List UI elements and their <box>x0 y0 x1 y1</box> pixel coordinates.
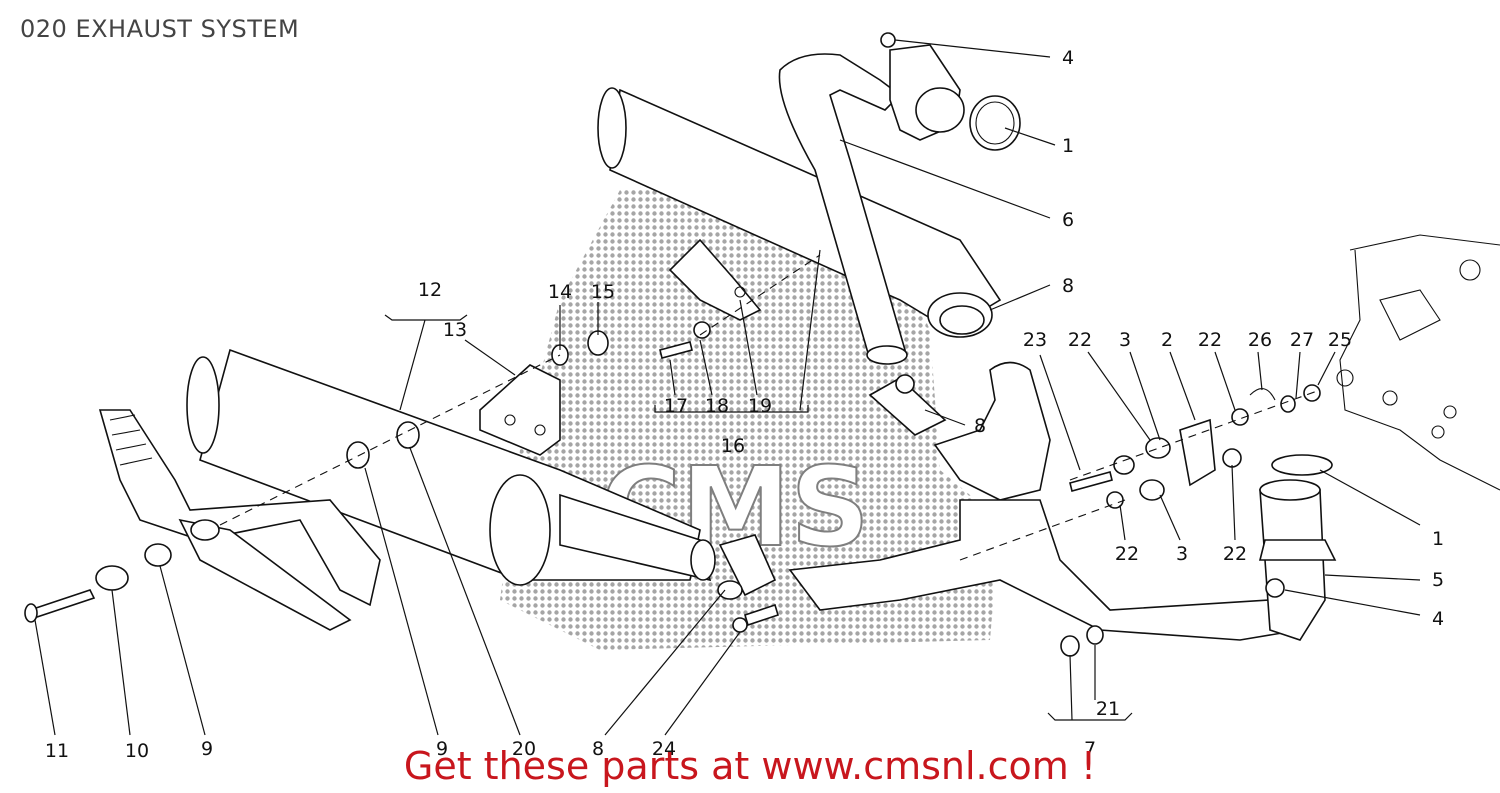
rear-pipe <box>788 361 1337 641</box>
callout-20: 20 <box>512 738 536 760</box>
callout-9b: 9 <box>436 738 448 760</box>
callout-24: 24 <box>652 738 676 760</box>
footpeg-bracket <box>98 409 381 631</box>
lower-muffler <box>186 348 716 586</box>
callout-5: 5 <box>1432 569 1444 591</box>
callout-22: 22 <box>1068 329 1092 351</box>
callout-6: 6 <box>1062 209 1074 231</box>
callout-15: 15 <box>591 281 615 303</box>
callout-4: 4 <box>1062 47 1074 69</box>
callout-9: 9 <box>201 738 213 760</box>
callout-18: 18 <box>705 395 729 417</box>
callout-8b: 8 <box>974 415 986 437</box>
top-flange <box>880 32 1021 151</box>
callout-13: 13 <box>443 319 467 341</box>
callout-21: 21 <box>1096 698 1120 720</box>
upper-muffler <box>597 87 1002 338</box>
hardware <box>24 330 1321 657</box>
callout-1: 1 <box>1062 135 1074 157</box>
callout-7: 7 <box>1084 738 1096 760</box>
alignment-lines <box>219 254 1321 561</box>
leader-lines <box>34 39 1421 736</box>
callout-22b: 22 <box>1198 329 1222 351</box>
callout-8: 8 <box>1062 275 1074 297</box>
callout-10: 10 <box>125 740 149 762</box>
front-header-pipe <box>778 53 908 365</box>
callout-14: 14 <box>548 281 572 303</box>
muffler-bracket <box>659 238 762 359</box>
callout-22d: 22 <box>1223 543 1247 565</box>
engine-case <box>1336 234 1500 491</box>
callout-22c: 22 <box>1115 543 1139 565</box>
callout-17: 17 <box>664 395 688 417</box>
callout-11: 11 <box>45 740 69 762</box>
callout-12: 12 <box>418 279 442 301</box>
clamps <box>717 374 947 633</box>
callout-2: 2 <box>1161 329 1173 351</box>
callout-labels: 4 1 6 8 12 13 14 15 17 18 19 16 8 23 22 … <box>45 47 1444 762</box>
callout-19: 19 <box>748 395 772 417</box>
callout-8c: 8 <box>592 738 604 760</box>
callout-26: 26 <box>1248 329 1272 351</box>
page-title: 020 EXHAUST SYSTEM <box>20 15 300 43</box>
callout-3b: 3 <box>1176 543 1188 565</box>
callout-3: 3 <box>1119 329 1131 351</box>
muffler-mount <box>479 364 561 456</box>
callout-23: 23 <box>1023 329 1047 351</box>
callout-27: 27 <box>1290 329 1314 351</box>
callout-1b: 1 <box>1432 528 1444 550</box>
callout-25: 25 <box>1328 329 1352 351</box>
callout-4b: 4 <box>1432 608 1444 630</box>
callout-16: 16 <box>721 435 745 457</box>
promo-link[interactable]: Get these parts at www.cmsnl.com ! <box>403 744 1097 788</box>
